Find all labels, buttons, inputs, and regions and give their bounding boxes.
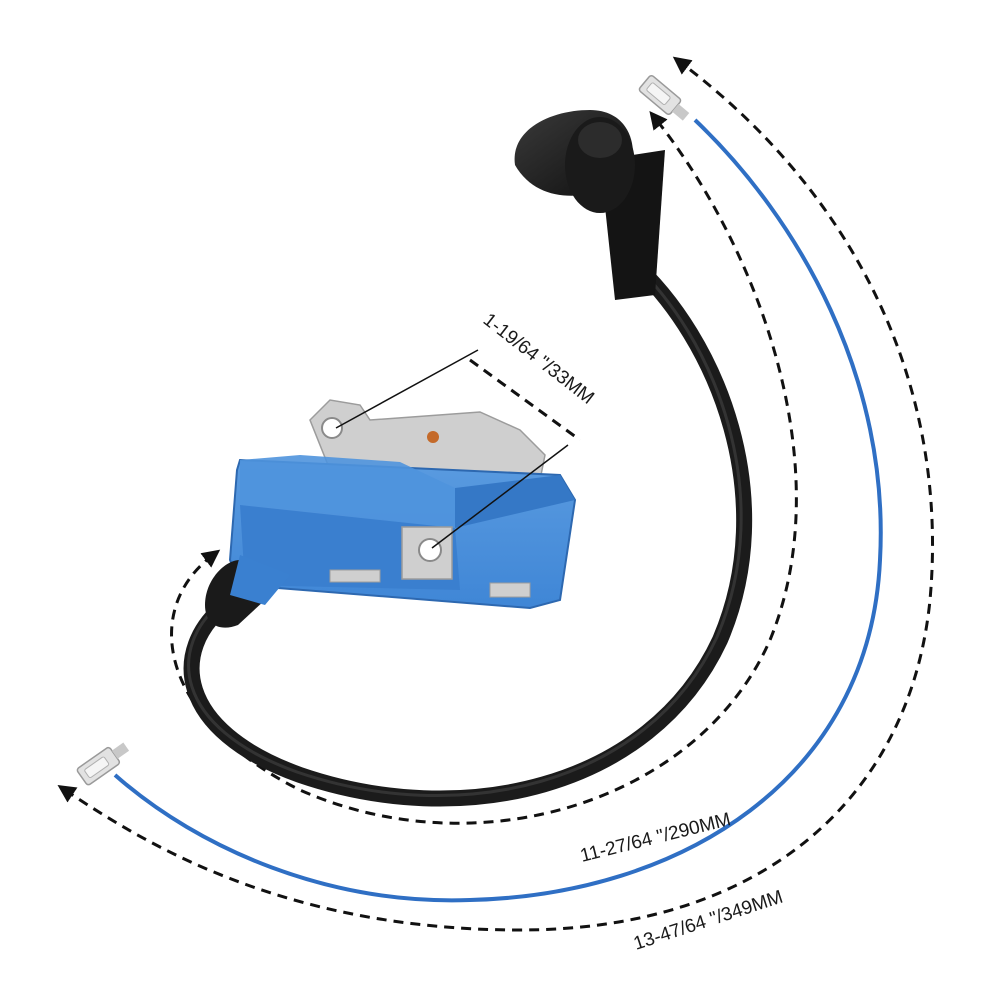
ground-wire — [76, 74, 883, 903]
mount-spacing-arrow — [469, 358, 581, 442]
ground-wire-length-label: 13-47/64 "/349MM — [631, 887, 786, 955]
coil-body — [205, 399, 577, 628]
spark-plug-boot — [514, 110, 665, 300]
mount-hole-top — [321, 417, 343, 439]
ground-terminal-bottom — [76, 742, 130, 786]
hv-lead — [183, 252, 753, 807]
mount-spacing-label: 1-19/64 "/33MM — [479, 309, 598, 408]
mount-plate-lower — [401, 526, 453, 580]
ground-terminal-top — [638, 74, 690, 121]
mount-spacing-leaders — [335, 349, 569, 549]
ground-wire-length-arrow — [57, 56, 935, 932]
rivet — [427, 431, 439, 443]
mount-hole-bottom — [418, 538, 442, 562]
